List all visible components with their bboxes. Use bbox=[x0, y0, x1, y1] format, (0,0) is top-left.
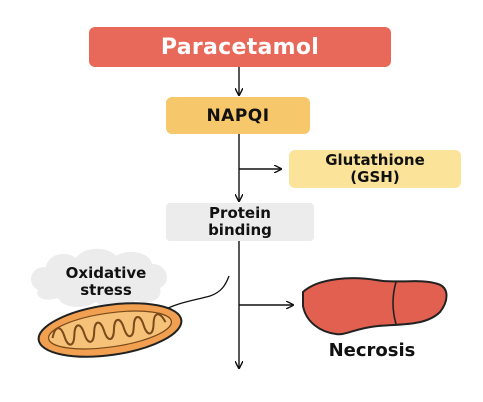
glutathione-label: Glutathione bbox=[325, 151, 425, 169]
liver-icon bbox=[302, 277, 448, 336]
binding-label: binding bbox=[208, 221, 272, 239]
cloud-icon bbox=[31, 248, 167, 308]
necrosis-text: Necrosis bbox=[328, 339, 416, 361]
mitochondrion-connector bbox=[159, 275, 230, 313]
oxidative-stress-label: Oxidative stress bbox=[36, 262, 176, 302]
stress-label: stress bbox=[80, 281, 132, 299]
protein-binding-node: Protein binding bbox=[166, 203, 314, 241]
napqi-label: NAPQI bbox=[206, 105, 270, 126]
paracetamol-node: Paracetamol bbox=[89, 27, 391, 67]
gsh-abbreviation-label: (GSH) bbox=[350, 168, 400, 186]
paracetamol-label: Paracetamol bbox=[160, 34, 320, 60]
napqi-node: NAPQI bbox=[166, 97, 310, 134]
necrosis-label: Necrosis bbox=[312, 338, 432, 362]
protein-label: Protein bbox=[209, 204, 271, 222]
mitochondrion-icon bbox=[37, 302, 183, 358]
glutathione-node: Glutathione (GSH) bbox=[289, 150, 461, 188]
oxidative-label: Oxidative bbox=[65, 264, 147, 282]
